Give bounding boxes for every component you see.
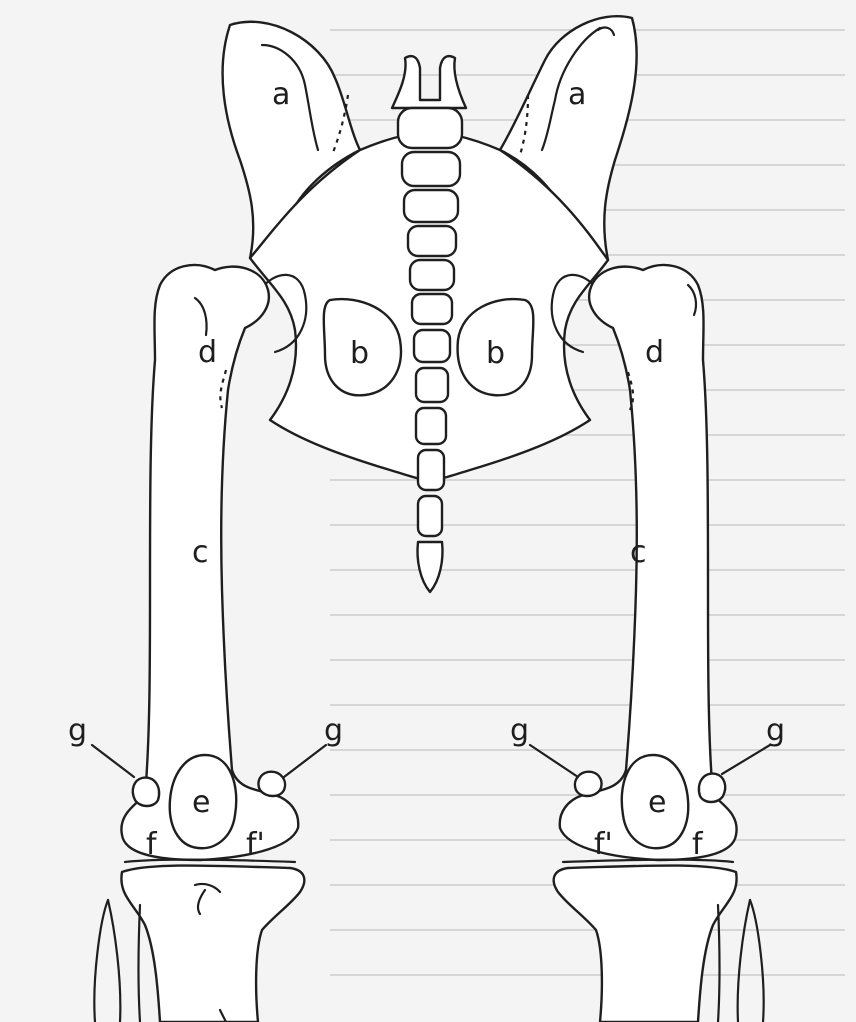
label-sesamoid-left-outer: g [68,713,87,748]
label-patella-left: e [192,785,210,820]
label-condyle-left-inner: f' [246,827,265,862]
label-condyle-right-outer: f [692,827,704,862]
label-ilium-left: a [272,77,290,112]
tibia-left [121,866,304,1022]
label-ilium-right: a [568,77,586,112]
label-neck-left: d [198,335,217,370]
label-femur-left: c [192,535,209,570]
label-sesamoid-right-inner: g [510,713,529,748]
label-neck-right: d [645,335,664,370]
label-foramen-left: b [350,336,369,371]
right-leg [554,265,764,1022]
sesamoid-left-inner [258,772,285,796]
label-sesamoid-right-outer: g [766,713,785,748]
sesamoid-right-outer [699,774,725,802]
sesamoid-right-inner [575,772,602,796]
tibia-right [554,866,737,1022]
label-patella-right: e [648,785,666,820]
label-sesamoid-left-inner: g [324,713,343,748]
label-condyle-right-inner: f' [594,827,613,862]
left-leg [94,265,304,1022]
label-condyle-left-outer: f [146,827,158,862]
sesamoid-left-outer [133,778,159,806]
label-foramen-right: b [486,336,505,371]
label-femur-right: c [630,535,647,570]
